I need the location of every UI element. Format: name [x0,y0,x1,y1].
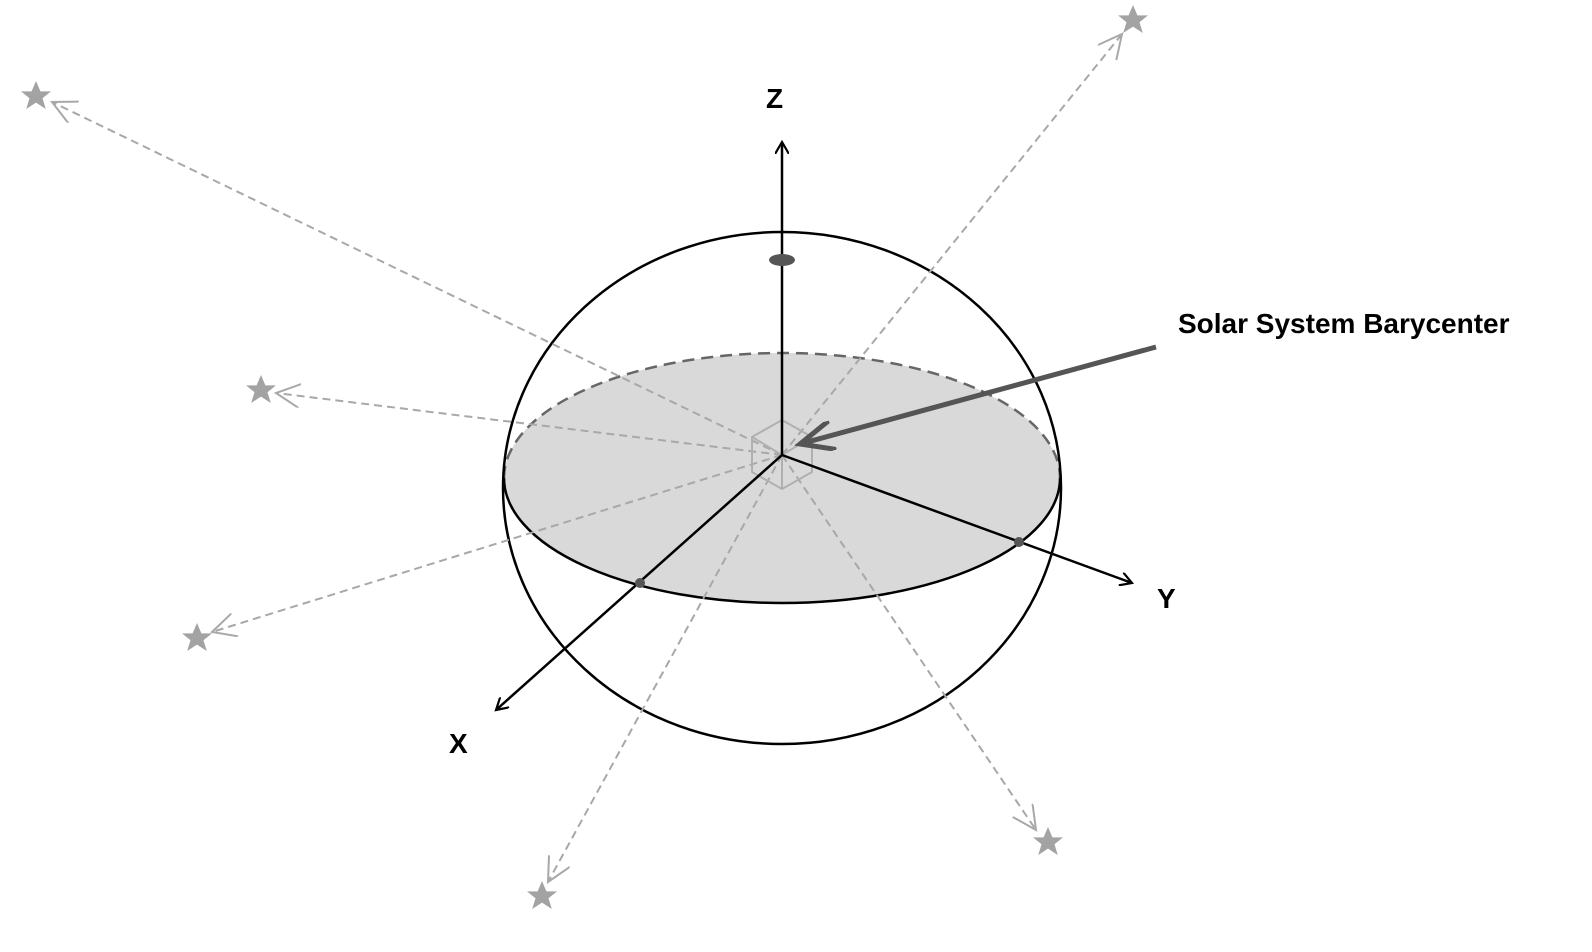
y-axis [781,453,1132,583]
star-icon [182,623,212,651]
barycenter-callout-arrow [800,344,1157,444]
star-ray [781,454,1036,830]
star-rays [52,34,1122,882]
star-ray [276,393,783,456]
y-axis-label: Y [1157,583,1176,614]
star-icon [21,81,51,109]
star-icon [527,881,557,909]
star-icon [1118,5,1148,33]
star-ray [548,454,783,882]
star-ray [52,102,783,456]
x-axis-label: X [449,728,468,759]
y-axis-intersection-dot [1014,537,1024,547]
north-pole-dot [769,254,795,266]
star-icon [1033,827,1063,855]
stars [21,5,1148,909]
star-ray [212,454,783,632]
barycenter-label: Solar System Barycenter [1178,308,1510,339]
x-axis-intersection-dot [635,578,645,588]
star-icon [246,375,276,403]
z-axis-label: Z [766,83,783,114]
ecliptic-plane-front-edge [502,477,1062,605]
